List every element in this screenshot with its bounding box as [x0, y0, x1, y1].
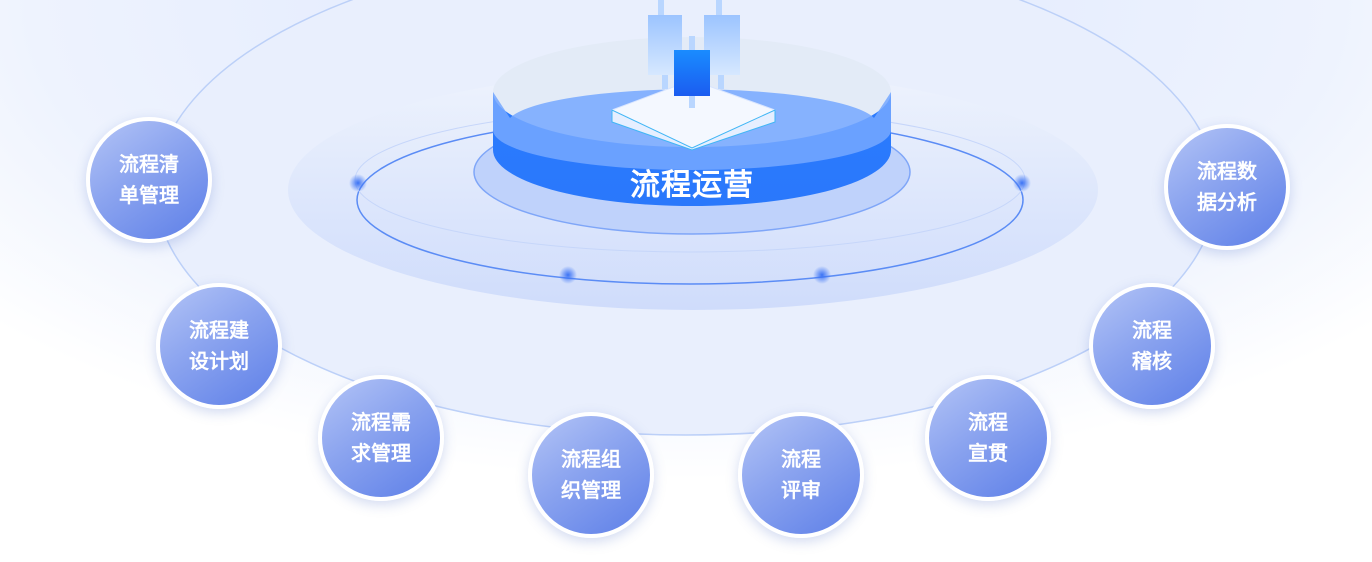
- module-label: 据分析: [1197, 190, 1257, 214]
- module-label: 流程: [781, 447, 821, 471]
- server-cube-icon: [648, 0, 740, 108]
- orbit-dot: [1013, 174, 1031, 192]
- module-label: 流程建: [189, 318, 249, 342]
- module-label: 流程: [968, 410, 1008, 434]
- module-label: 设计划: [189, 349, 249, 373]
- module-label: 流程数: [1197, 159, 1257, 183]
- module-process-promotion[interactable]: 流程宣贯: [925, 375, 1051, 501]
- orbit-dot: [813, 266, 831, 284]
- module-label: 宣贯: [968, 441, 1008, 465]
- module-label: 流程: [1132, 318, 1172, 342]
- module-label: 织管理: [561, 478, 621, 502]
- orbit-dot: [349, 174, 367, 192]
- module-label: 流程需: [351, 410, 411, 434]
- module-label: 求管理: [351, 441, 411, 465]
- module-process-list-management[interactable]: 流程清单管理: [86, 117, 212, 243]
- module-process-requirement-management[interactable]: 流程需求管理: [318, 375, 444, 501]
- module-process-review[interactable]: 流程评审: [738, 412, 864, 538]
- module-label: 单管理: [119, 183, 179, 207]
- module-label: 流程清: [119, 152, 179, 176]
- orbit-dot: [559, 266, 577, 284]
- module-label: 评审: [781, 478, 821, 502]
- module-process-audit[interactable]: 流程稽核: [1089, 283, 1215, 409]
- center-title: 流程运营: [630, 168, 754, 203]
- module-process-construction-plan[interactable]: 流程建设计划: [156, 283, 282, 409]
- module-label: 流程组: [561, 447, 621, 471]
- module-process-data-analysis[interactable]: 流程数据分析: [1164, 124, 1290, 250]
- chip-edge: [611, 109, 776, 151]
- module-process-organization-management[interactable]: 流程组织管理: [528, 412, 654, 538]
- module-label: 稽核: [1132, 349, 1172, 373]
